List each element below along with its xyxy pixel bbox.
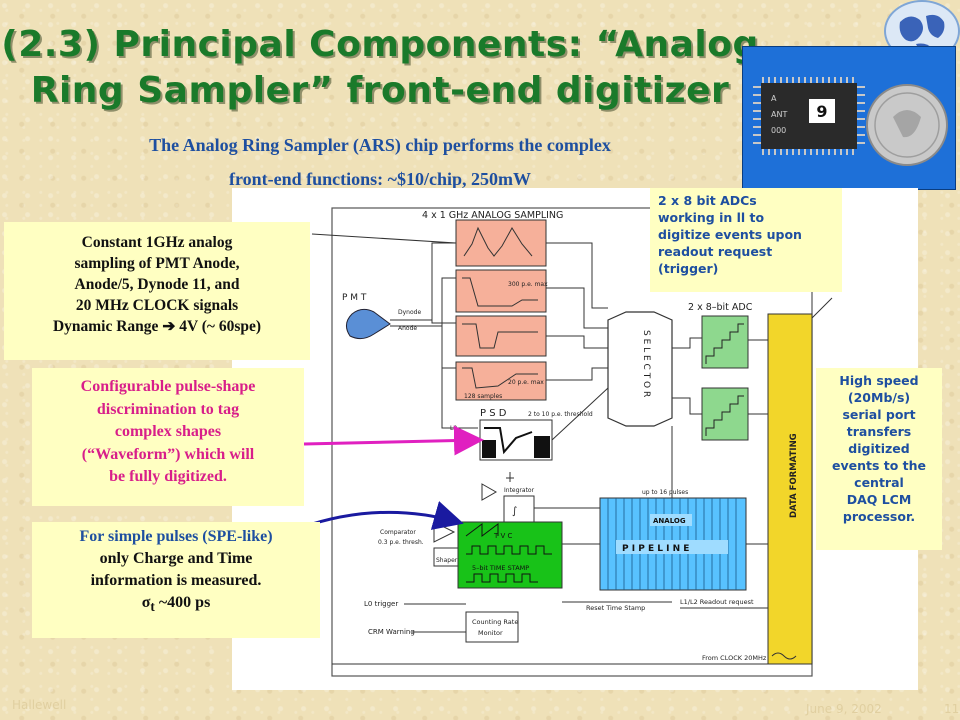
psd-threshold: 2 to 10 p.e. threshold — [528, 411, 593, 418]
chip-marking-1: A — [771, 94, 777, 103]
chip-marking-2: ANT — [771, 110, 787, 119]
callout-serial-line4: transfers — [846, 424, 912, 439]
psd-label: P S D — [480, 408, 507, 419]
shaper-label: Shaper — [436, 557, 458, 564]
callout-simple-line4: σt ~400 ps — [32, 592, 320, 618]
arrow-right-icon: ➔ — [162, 318, 176, 335]
callout-psd-line5: be fully digitized. — [109, 468, 227, 485]
callout-adc-line5: (trigger) — [658, 261, 719, 276]
pmt-icon — [346, 308, 391, 340]
callout-constant-line2: sampling of PMT Anode, — [74, 255, 240, 272]
callout-constant-line1: Constant 1GHz analog — [81, 234, 233, 251]
callout-serial-line2: (20Mb/s) — [847, 390, 911, 405]
data-formating-label: DATA FORMATING — [789, 433, 799, 518]
callout-serial-line6: events to the — [831, 458, 927, 473]
max-300-label: 300 p.e. max — [508, 281, 548, 288]
psd-arrow — [303, 425, 484, 456]
adc-block-1 — [701, 315, 749, 369]
callout-psd-line4: (“Waveform”) which will — [81, 445, 255, 463]
pmt-label: P M T — [342, 293, 367, 303]
chip-photo-graphic: 9 A ANT 000 — [743, 47, 955, 189]
dynamic-range-value: 4V (~ 60spe) — [175, 318, 262, 335]
callout-psd-line3: complex shapes — [114, 423, 222, 440]
callout-serial-line1: High speed — [839, 373, 919, 388]
time-stamp-label: 5–bit TIME STAMP — [472, 564, 529, 572]
sigma-subscript: t — [150, 599, 155, 615]
callout-simple-line1: For simple pulses (SPE-like) — [79, 528, 273, 545]
slide-subtitle: The Analog Ring Sampler (ARS) chip perfo… — [30, 128, 730, 196]
tvc-label: T V C — [493, 532, 513, 540]
callout-simple-line2: only Charge and Time — [99, 550, 253, 567]
simple-pulse-arrow — [299, 501, 464, 530]
callout-simple-pulses: For simple pulses (SPE-like) only Charge… — [32, 522, 320, 638]
comparator-label: Comparator — [380, 529, 416, 536]
callout-serial-port: High speed (20Mb/s) serial port transfer… — [816, 368, 942, 550]
time-resolution-value: ~400 ps — [154, 594, 211, 611]
slide-title-line1: (2.3) Principal Components: “Analog — [1, 24, 759, 65]
max-20-label: 20 p.e. max — [508, 379, 544, 386]
integrator-label: Integrator — [504, 487, 535, 494]
sampling-title: 4 x 1 GHz ANALOG SAMPLING — [422, 210, 563, 221]
samples-label: 128 samples — [464, 393, 502, 400]
monitor-label: Monitor — [478, 629, 503, 637]
ars-chip-photo: 9 A ANT 000 — [742, 46, 956, 190]
callout-adcs: 2 x 8 bit ADCs working in ll to digitize… — [650, 188, 842, 292]
callout-serial-line7: central — [854, 475, 904, 490]
footer-date: June 9, 2002 — [806, 702, 882, 716]
dynamic-range-text: Dynamic Range — [52, 318, 163, 335]
svg-text:∫: ∫ — [512, 506, 517, 517]
clock-label: From CLOCK 20MHz — [702, 654, 767, 662]
subtitle-line2: front-end functions: ~$10/chip, 250mW — [228, 169, 532, 189]
counting-rate-label: Counting Rate — [472, 618, 518, 626]
slide-title: (2.3) Principal Components: “Analog Ring… — [0, 22, 760, 114]
callout-serial-line8: DAQ LCM — [846, 492, 912, 507]
data-formating-block — [767, 313, 813, 665]
callout-adc-line3: digitize events upon — [658, 227, 802, 242]
callout-adc-line2: working in ll to — [658, 210, 765, 225]
callout-adc-line1: 2 x 8 bit ADCs — [658, 193, 757, 208]
block-diagram-graphic: 4 x 1 GHz ANALOG SAMPLING P M T Dynode A… — [311, 207, 833, 677]
subtitle-line1: The Analog Ring Sampler (ARS) chip perfo… — [149, 135, 611, 155]
callout-serial-line5: digitized — [848, 441, 910, 456]
readout-request-label: L1/L2 Readout request — [680, 598, 754, 606]
selector-block — [607, 311, 673, 427]
adc-block-2 — [701, 387, 749, 441]
callout-constant-line5: Dynamic Range ➔ 4V (~ 60spe) — [4, 316, 310, 337]
callout-adc-line4: readout request — [658, 244, 773, 259]
callout-pulse-shape: Configurable pulse-shape discrimination … — [32, 368, 304, 506]
footer-author: Hallewell — [12, 698, 67, 712]
selector-label: S E L E C T O R — [641, 330, 651, 397]
comparator-threshold: 0.3 p.e. thresh. — [378, 539, 424, 546]
callout-psd-line1: Configurable pulse-shape — [80, 378, 256, 395]
anode-label: Anode — [398, 325, 417, 332]
sampling-blocks: 300 p.e. max 20 p.e. max 128 samples — [455, 219, 548, 401]
sigma-symbol: σ — [141, 594, 151, 611]
callout-psd-line2: discrimination to tag — [96, 400, 240, 418]
counting-rate-monitor-block — [465, 611, 519, 643]
pipeline-label: P I P E L I N E — [622, 544, 689, 554]
callout-serial-line3: serial port — [842, 407, 916, 422]
reset-time-stamp-label: Reset Time Stamp — [586, 604, 645, 612]
chip-label: 9 — [816, 102, 827, 121]
l0-trigger-label: L0 trigger — [364, 600, 398, 608]
up-to-label: up to 16 pulses — [642, 489, 688, 496]
tvc-block — [457, 521, 563, 589]
slide-title-line2: Ring Sampler” front-end digitizer — [30, 70, 730, 111]
callout-simple-line3: information is measured. — [90, 572, 262, 589]
chip-marking-3: 000 — [771, 126, 786, 135]
callout-constant-line3: Anode/5, Dynode 11, and — [74, 276, 240, 293]
footer-page-number: 11 — [944, 702, 960, 716]
callout-serial-line9: processor. — [842, 509, 916, 524]
dynode-label: Dynode — [398, 309, 421, 316]
adc-title: 2 x 8–bit ADC — [688, 302, 753, 313]
callout-constant-line4: 20 MHz CLOCK signals — [75, 297, 239, 314]
analog-label: ANALOG — [653, 517, 686, 525]
crm-warning-label: CRM Warning — [368, 628, 415, 636]
callout-constant-sampling: Constant 1GHz analog sampling of PMT Ano… — [4, 222, 310, 360]
